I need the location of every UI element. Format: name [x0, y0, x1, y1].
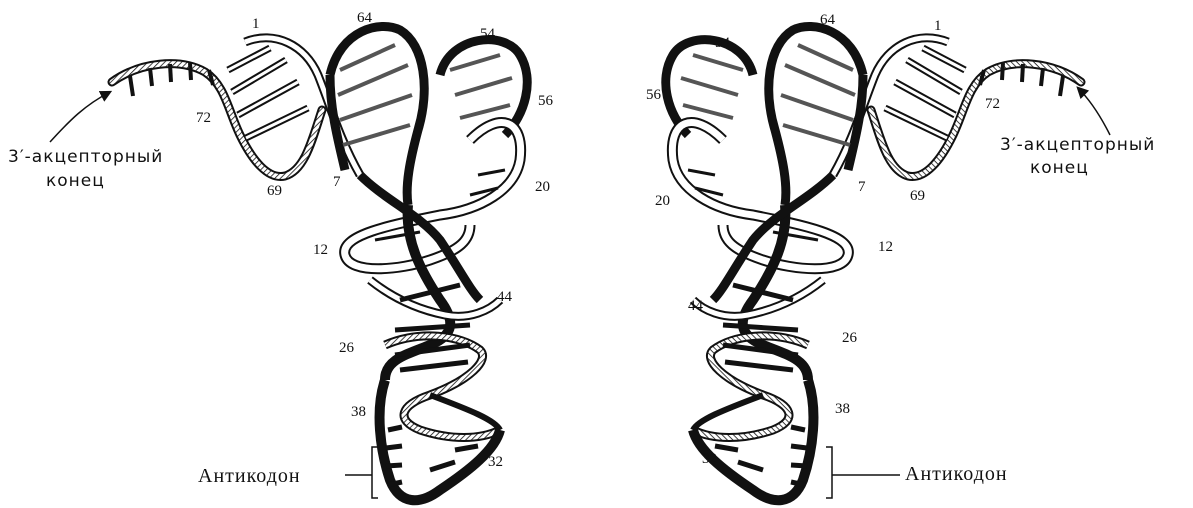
right-num-44: 44	[688, 298, 704, 314]
left-num-26: 26	[339, 340, 355, 356]
right-num-7: 7	[858, 179, 866, 195]
left-anticodon-bracket	[345, 447, 378, 498]
left-num-32: 32	[488, 454, 503, 470]
left-num-69: 69	[267, 183, 282, 199]
right-acceptor-arrow	[1078, 88, 1110, 135]
left-num-54: 54	[480, 26, 496, 42]
left-num-1: 1	[252, 16, 260, 32]
left-acceptor-label-line2: конец	[46, 171, 105, 191]
left-num-20: 20	[535, 179, 550, 195]
left-num-7: 7	[333, 174, 341, 190]
left-acceptor-label-line1: 3′-акцепторный	[8, 147, 163, 167]
right-anticodon-label: Антикодон	[905, 463, 1008, 485]
right-acceptor-label-line1: 3′-акцепторный	[1000, 135, 1155, 155]
right-anticodon-bracket	[826, 447, 900, 498]
left-acceptor-arrow	[50, 92, 110, 142]
left-panel-labels: 1 64 54 56 72 69 7 20 12 44 26 38 32 3′-…	[8, 10, 554, 487]
left-num-64: 64	[357, 10, 373, 26]
right-num-1: 1	[934, 18, 942, 34]
right-acceptor-label-line2: конец	[1030, 158, 1089, 178]
left-num-12: 12	[313, 242, 328, 258]
right-num-12: 12	[878, 239, 893, 255]
right-num-54: 54	[715, 35, 731, 51]
right-num-26: 26	[842, 330, 858, 346]
left-anticodon-label: Антикодон	[198, 465, 301, 487]
left-num-56: 56	[538, 93, 554, 109]
left-trna-structure	[112, 26, 527, 500]
right-num-20: 20	[655, 193, 670, 209]
right-num-69: 69	[910, 188, 925, 204]
right-num-72: 72	[985, 96, 1000, 112]
left-num-38: 38	[351, 404, 366, 420]
left-num-44: 44	[497, 289, 513, 305]
left-num-72: 72	[196, 110, 211, 126]
right-num-64: 64	[820, 12, 836, 28]
right-num-32: 32	[702, 451, 717, 467]
right-num-56: 56	[646, 87, 662, 103]
right-trna-structure	[666, 26, 1081, 500]
right-num-38: 38	[835, 401, 850, 417]
